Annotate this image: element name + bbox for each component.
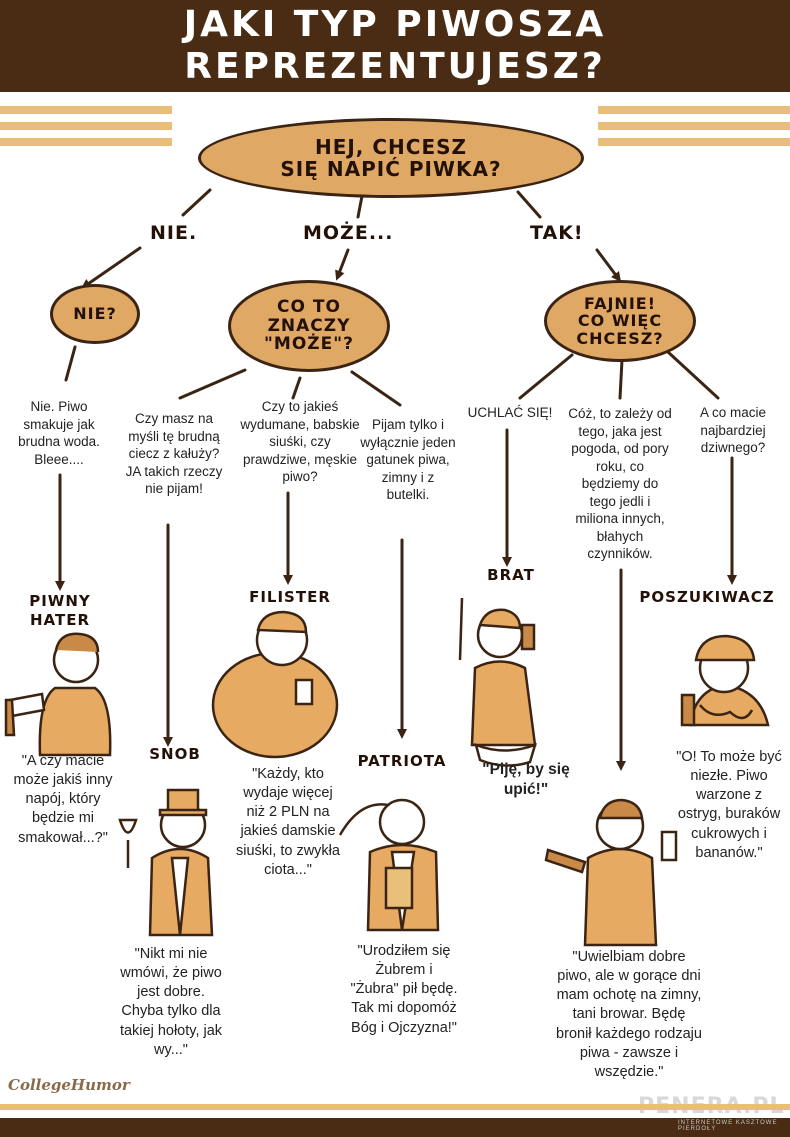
snob-illustration (118, 788, 214, 937)
type-poszukiwacz: POSZUKIWACZ (639, 588, 775, 606)
answer-hater: Nie. Piwo smakuje jak brudna woda. Bleee… (18, 399, 100, 467)
branch-yes: TAK! (530, 222, 584, 244)
title-band (0, 0, 790, 92)
brat-illustration (458, 597, 537, 767)
line-yes-brat (518, 353, 574, 400)
arrow-maybe (335, 248, 350, 281)
quote-snob: "Nikt mi nie wmówi, że piwo jest dobre. … (119, 946, 223, 1058)
line-no-hater (64, 345, 77, 382)
answer-brat: UCHLAĆ SIĘ! (467, 405, 553, 420)
filister-illustration (211, 610, 339, 759)
stripe-left-3 (0, 138, 172, 146)
stripe-right-3 (598, 138, 790, 146)
line-maybe-snob (178, 368, 247, 400)
quote-brat: "Piję, by się upić!" (482, 761, 570, 799)
type-snob: SNOB (149, 745, 201, 763)
type-filister: FILISTER (249, 588, 331, 606)
node-no-oval: NIE? (50, 284, 140, 344)
node-maybe-line-2: ZNACZY (267, 315, 351, 336)
node-yes-line-3: CHCESZ? (576, 328, 664, 348)
bottom-band (0, 1118, 790, 1137)
stripe-right-2 (598, 122, 790, 130)
arrow-yes (595, 248, 621, 282)
bottom-stripe (0, 1104, 790, 1110)
type-hater-line-1: PIWNY (29, 592, 91, 610)
quote-poszukiwacz: "O! To może być niezłe. Piwo warzone z o… (676, 749, 782, 861)
answer-poszukiwacz: A co macie najbardziej dziwnego? (699, 405, 767, 456)
stripe-right-1 (598, 106, 790, 114)
node-no-label: NIE? (73, 304, 117, 324)
hater-illustration (4, 632, 112, 757)
type-hater: PIWNY HATER (22, 592, 98, 630)
title-line-1: JAKI TYP PIWOSZA (183, 4, 607, 45)
start-question-oval: HEJ, CHCESZ SIĘ NAPIĆ PIWKA? (198, 118, 584, 198)
arrow-no (80, 246, 142, 289)
type-brat: BRAT (487, 566, 535, 584)
line-start-maybe (356, 194, 364, 219)
type-patriota: PATRIOTA (357, 752, 447, 770)
answer-snob: Czy masz na myśli tę brudną ciecz z kału… (125, 411, 223, 497)
penera-watermark-sub: INTERNETOWE KASZTOWE PIERDOŁY (678, 1120, 778, 1132)
quote-patriota: "Urodziłem się Żubrem i "Żubra" pił będę… (350, 943, 458, 1036)
line-yes-poszukiwacz (666, 350, 720, 400)
line-yes-wieloryb (618, 358, 624, 400)
answer-wieloryb: Cóż, to zależy od tego, jaka jest pogoda… (568, 406, 672, 562)
beer-lover-illustration (544, 798, 678, 947)
type-hater-line-2: HATER (29, 610, 91, 629)
node-yes-line-1: FAJNIE! (584, 293, 656, 313)
line-start-no (181, 188, 212, 217)
branch-maybe: MOŻE... (303, 222, 394, 244)
node-yes-oval: FAJNIE! CO WIĘC CHCESZ? (544, 280, 696, 362)
patriota-illustration (338, 798, 440, 932)
answer-patriota: Pijam tylko i wyłącznie jeden gatunek pi… (360, 417, 456, 503)
line-maybe-filister (291, 376, 302, 400)
quote-hater: "A czy macie może jakiś inny napój, któr… (13, 753, 113, 846)
start-line-2: SIĘ NAPIĆ PIWKA? (280, 157, 502, 181)
collegehumor-logo: CollegeHumor (8, 1076, 130, 1094)
answer-filister: Czy to jakieś wydumane, babskie siuśki, … (240, 399, 360, 485)
quote-filister: "Każdy, kto wydaje więcej niż 2 PLN na j… (236, 766, 340, 878)
title-line-2: REPREZENTUJESZ? (184, 46, 606, 87)
node-maybe-line-3: "MOŻE"? (264, 334, 354, 355)
line-maybe-patriota (350, 370, 402, 407)
branch-no: NIE. (150, 222, 198, 244)
node-maybe-line-1: CO TO (277, 296, 341, 317)
start-line-1: HEJ, CHCESZ (314, 135, 468, 159)
node-maybe-oval: CO TO ZNACZY "MOŻE"? (228, 280, 390, 372)
node-yes-line-2: CO WIĘC (577, 311, 663, 331)
stripe-left-2 (0, 122, 172, 130)
line-start-yes (516, 190, 542, 219)
stripe-left-1 (0, 106, 172, 114)
quote-wieloryb: "Uwielbiam dobre piwo, ale w gorące dni … (556, 949, 702, 1080)
poszukiwacz-illustration (680, 634, 770, 727)
